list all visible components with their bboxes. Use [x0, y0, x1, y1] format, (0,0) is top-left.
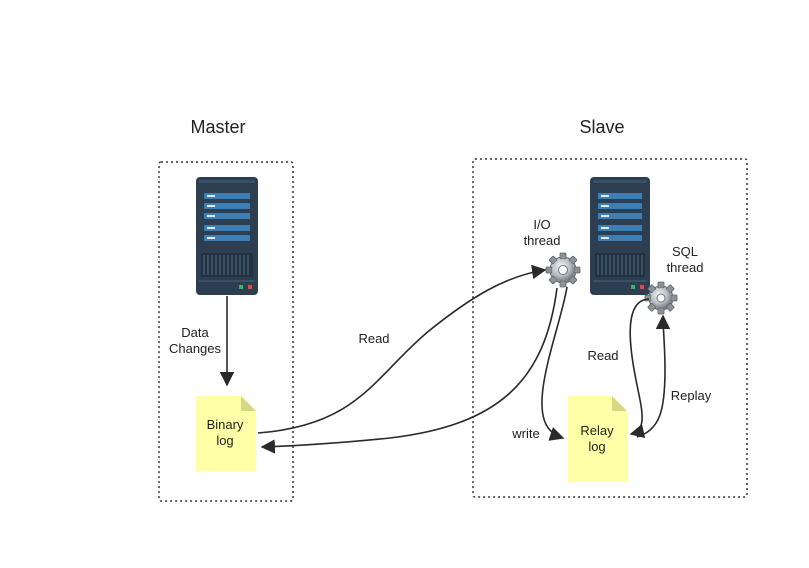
io-read-arrow — [257, 264, 547, 434]
write-arrow — [541, 286, 568, 441]
slave-container — [472, 158, 748, 498]
io-thread-gear-icon — [545, 252, 581, 288]
binary-log-label: Binary log — [206, 417, 244, 448]
sql-read-arrow — [629, 298, 650, 439]
relay-log-document-icon — [568, 396, 627, 482]
master-container — [158, 161, 294, 502]
relay-log-label: Relay log — [580, 423, 614, 454]
binary-log-document-icon — [196, 396, 256, 471]
io-thread-label: I/O thread — [523, 217, 561, 248]
slave-server-icon — [590, 177, 650, 295]
io-read-label: Read — [358, 331, 390, 346]
write-label: write — [512, 426, 540, 441]
sql-read-label: Read — [587, 348, 619, 363]
data-changes-label: Data Changes — [168, 325, 222, 356]
master-title: Master — [190, 117, 246, 137]
sql-thread-label: SQL thread — [666, 244, 704, 275]
master-server-icon — [196, 177, 258, 295]
replay-arrow — [636, 314, 671, 438]
io-request-arrow — [260, 287, 558, 454]
replay-label: Replay — [670, 388, 712, 403]
slave-title: Slave — [579, 117, 625, 137]
sql-thread-gear-icon — [644, 281, 678, 315]
